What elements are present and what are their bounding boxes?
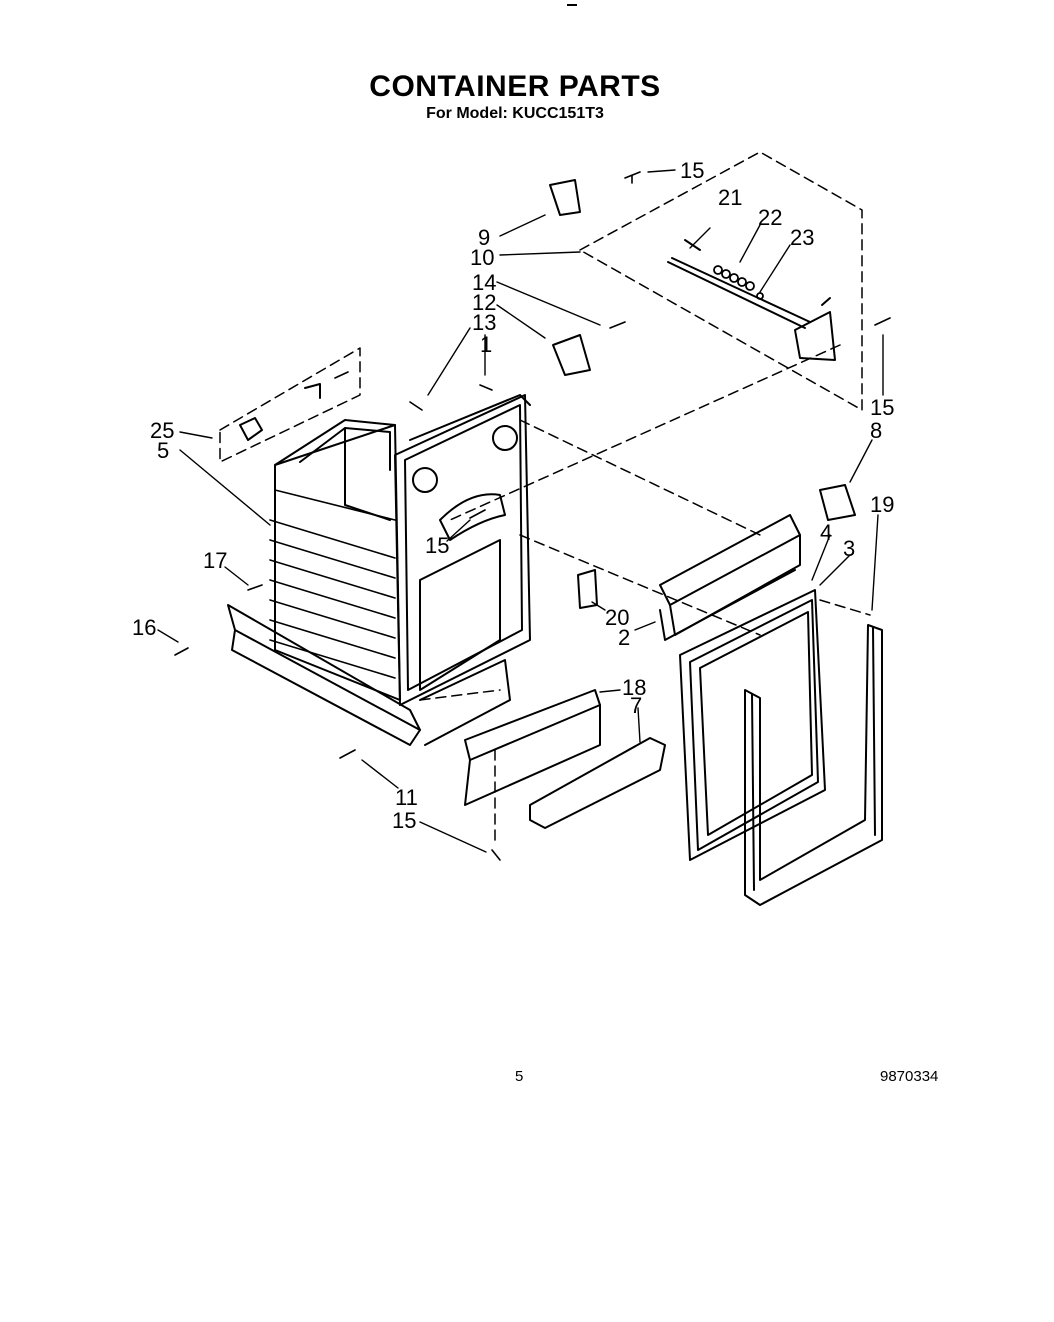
callout-18: 18 xyxy=(622,675,646,700)
callout-17: 17 xyxy=(203,548,227,573)
callout-10: 10 xyxy=(470,245,494,270)
callout-labels: 15 21 22 23 9 10 14 12 13 1 15 8 25 5 19… xyxy=(132,158,894,833)
callout-8: 11 xyxy=(395,785,418,810)
base-rail xyxy=(227,604,511,746)
callout-22: 23 xyxy=(790,225,814,250)
upper-hinge-bracket xyxy=(549,179,581,216)
callout-13: 13 xyxy=(472,310,496,335)
kickplate-bracket xyxy=(464,689,601,806)
callout-15-right: 15 xyxy=(870,395,894,420)
drain-knob xyxy=(239,383,321,441)
callout-7: 7 xyxy=(630,693,642,718)
screws xyxy=(174,171,891,861)
callout-4: 4 xyxy=(820,520,832,545)
callout-15-bottom: 15 xyxy=(392,808,416,833)
document-number: 9870334 xyxy=(880,1068,939,1085)
callout-12: 12 xyxy=(472,290,496,315)
callout-23: 20 xyxy=(605,605,629,630)
callout-14: 14 xyxy=(472,270,496,295)
callout-1: 1 xyxy=(480,332,492,357)
callout-3: 3 xyxy=(843,536,855,561)
scan-mark xyxy=(567,4,577,6)
hinge-assembly xyxy=(667,239,836,361)
assembly-lines xyxy=(219,151,871,846)
door-strike xyxy=(819,484,856,521)
callout-5: 5 xyxy=(157,438,169,463)
callout-11: 8 xyxy=(870,418,882,443)
model-subtitle: For Model: KUCC151T3 xyxy=(426,105,604,122)
page-number: 5 xyxy=(515,1068,524,1085)
callout-25: 25 xyxy=(150,418,174,443)
container-body xyxy=(269,419,401,701)
door-gasket xyxy=(744,624,883,906)
callout-16: 16 xyxy=(132,615,156,640)
callout-19: 19 xyxy=(870,492,894,517)
cabinet-panel xyxy=(394,394,531,706)
lower-hinge xyxy=(552,334,591,376)
callout-2: 2 xyxy=(618,625,630,650)
callout-15-top: 15 xyxy=(680,158,704,183)
leader-lines xyxy=(157,169,884,853)
door-panel xyxy=(679,589,826,861)
door-trim xyxy=(659,514,801,641)
hinge-pin-block xyxy=(577,569,598,609)
callout-15-mid: 15 xyxy=(425,533,449,558)
container-ribs xyxy=(269,489,396,679)
callout-9: 9 xyxy=(478,225,490,250)
door-handle xyxy=(529,737,666,829)
page-title: CONTAINER PARTS xyxy=(369,70,661,103)
callout-21: 22 xyxy=(758,205,782,230)
callout-20: 21 xyxy=(718,185,742,210)
